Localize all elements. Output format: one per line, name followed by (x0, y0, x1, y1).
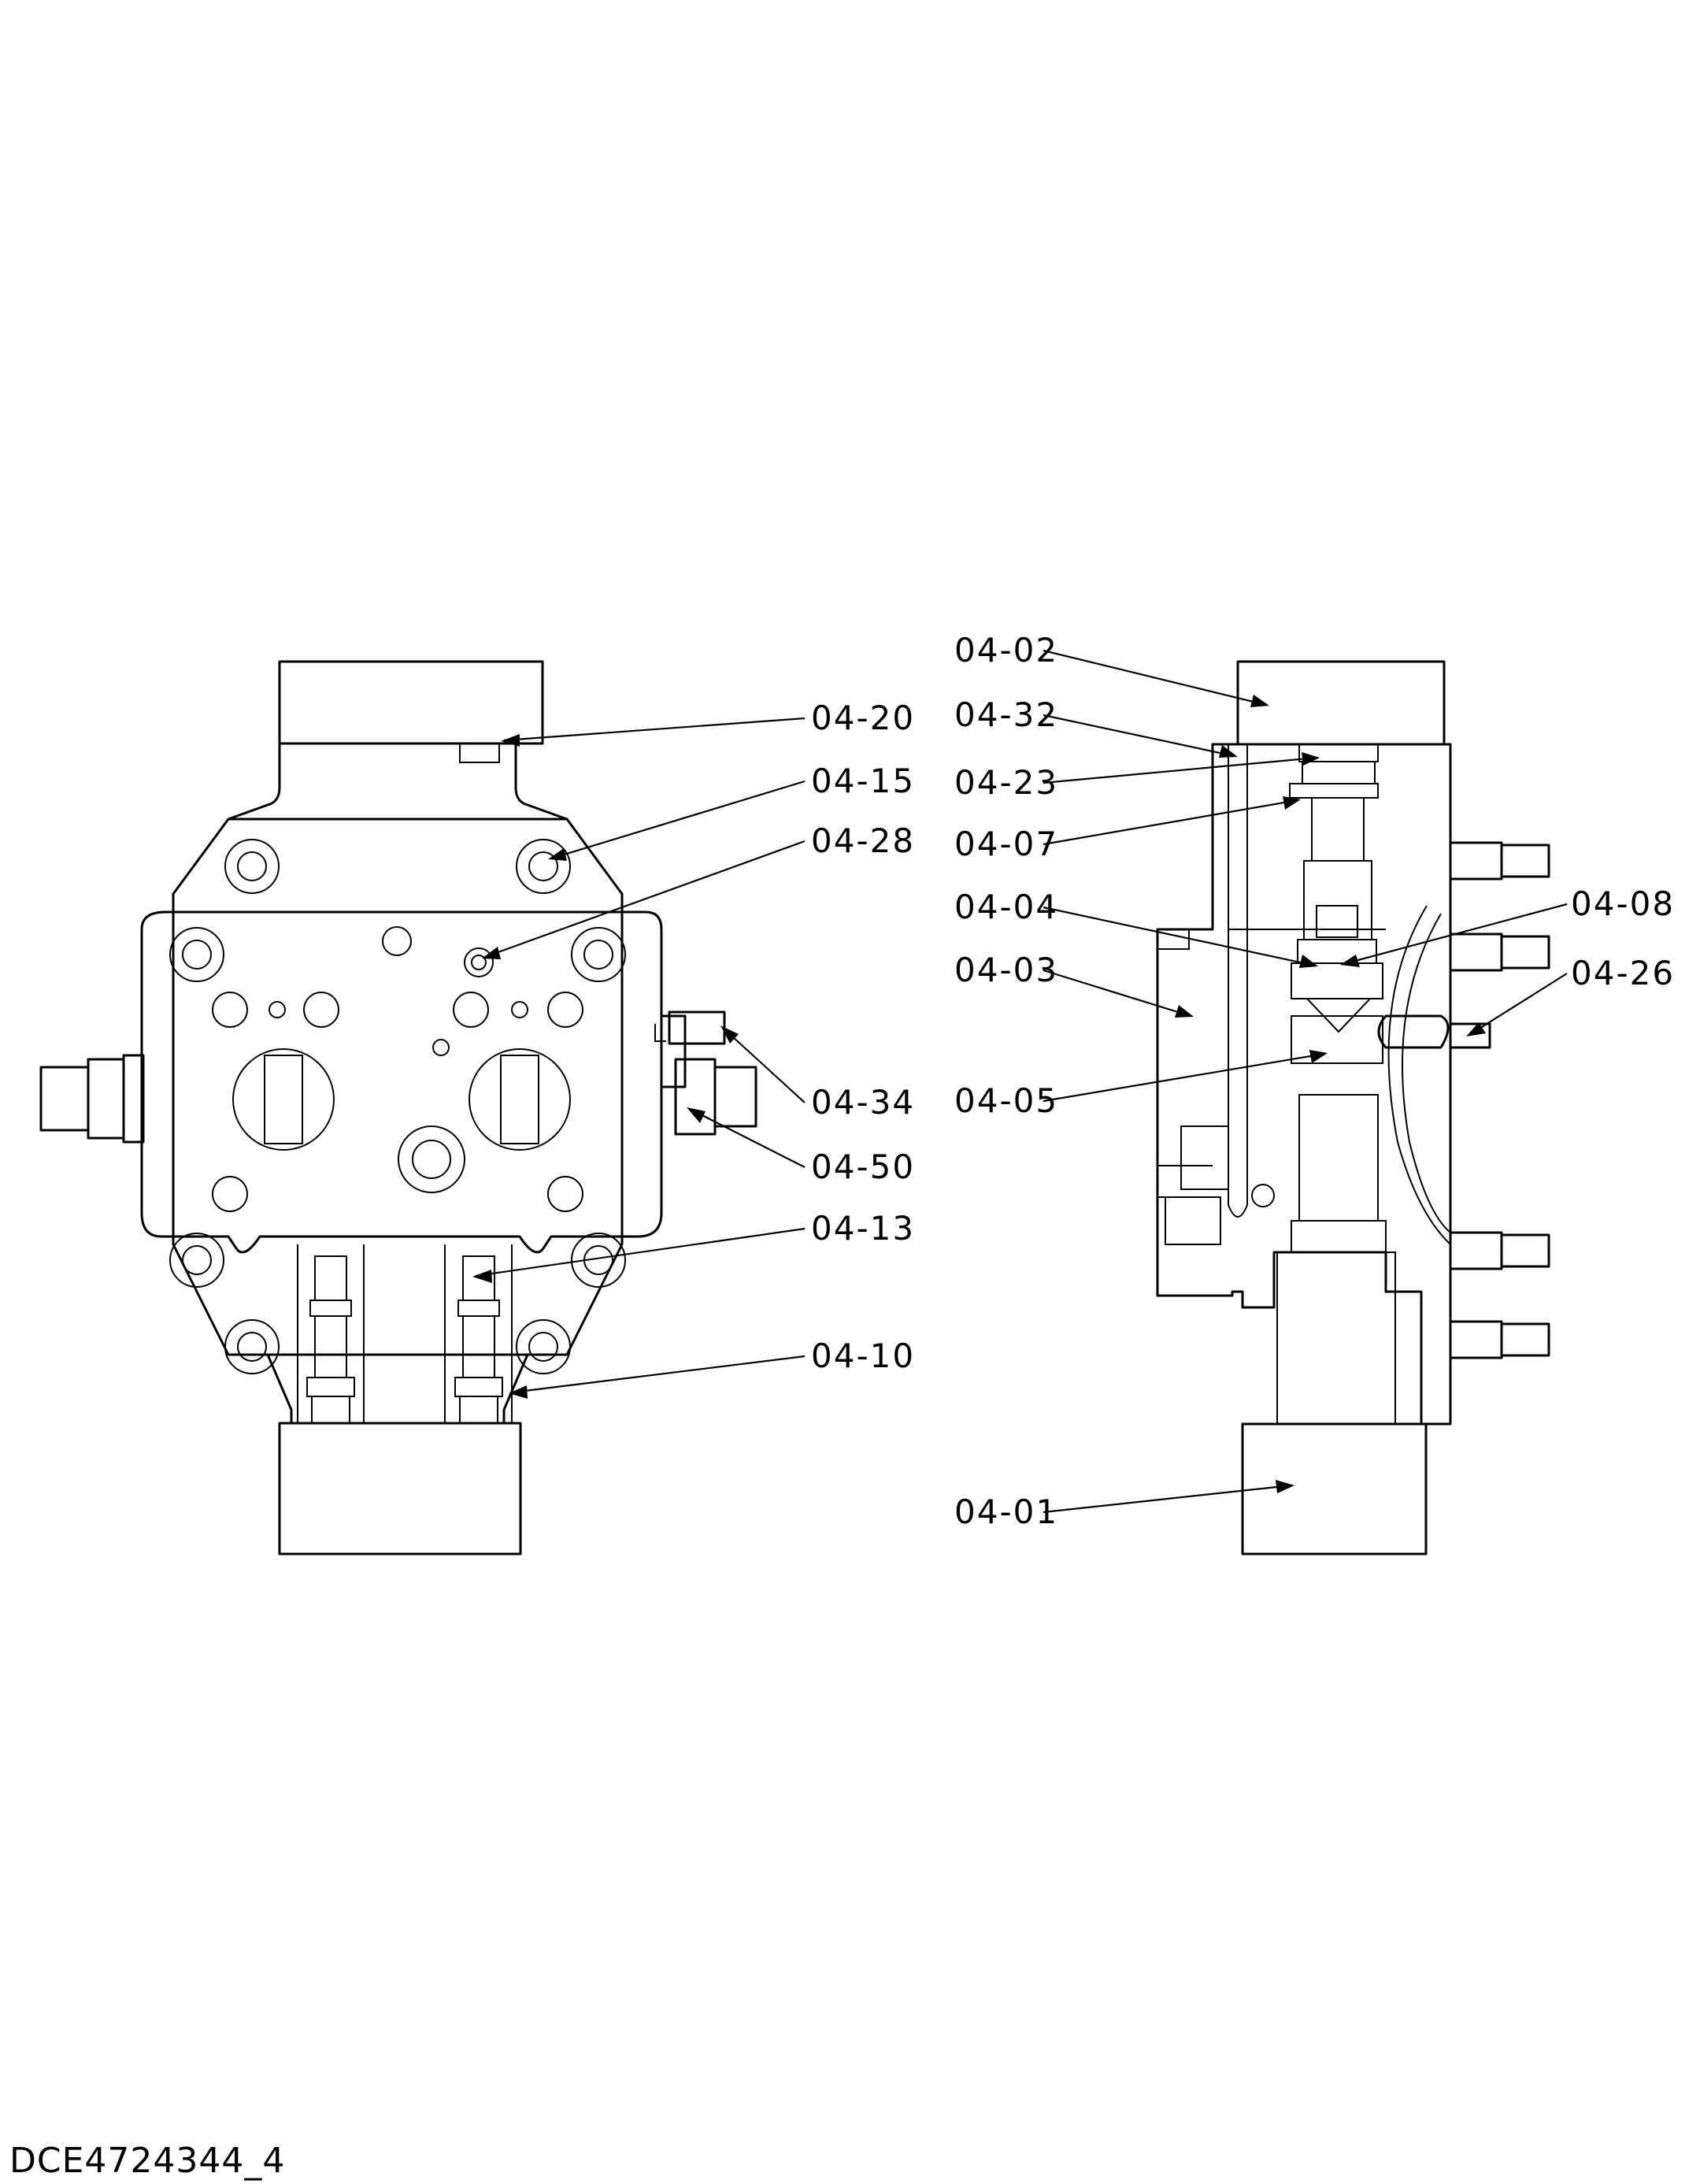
curved-line (1387, 905, 1451, 1245)
side-plug (1377, 1014, 1450, 1049)
octagon-body (172, 818, 624, 1356)
callout-04-28: 04-28 (811, 821, 915, 860)
inner-bores (1228, 743, 1396, 1425)
bottom-neck (266, 1354, 529, 1423)
callout-04-15: 04-15 (811, 762, 915, 800)
left-fitting (39, 1054, 145, 1144)
right-fitting (654, 1010, 757, 1136)
callout-04-02: 04-02 (954, 631, 1058, 669)
callout-04-04: 04-04 (954, 888, 1058, 926)
leaders-left (472, 717, 806, 1399)
cartridge-right (444, 1244, 513, 1424)
callout-04-07: 04-07 (954, 825, 1058, 863)
top-cap (278, 660, 544, 745)
studs (1449, 841, 1550, 1359)
callout-04-26: 04-26 (1571, 954, 1675, 992)
callout-labels: 04-20 04-15 04-28 04-34 04-50 04-13 04-1… (811, 631, 1675, 1531)
callout-04-34: 04-34 (811, 1083, 915, 1122)
plug-04-20 (459, 743, 500, 763)
bottom-block (1241, 1422, 1428, 1555)
callout-04-03: 04-03 (954, 951, 1058, 989)
leaders-right (1043, 649, 1568, 1514)
document-id: DCE4724344_4 (9, 2141, 285, 2181)
callout-04-50: 04-50 (811, 1148, 915, 1186)
callout-04-23: 04-23 (954, 763, 1058, 802)
corner-bolts (169, 839, 626, 1374)
top-neck (228, 743, 568, 821)
section-view (1156, 660, 1550, 1555)
callout-04-13: 04-13 (811, 1209, 915, 1248)
section-body (1156, 743, 1452, 1426)
main-plate (140, 910, 663, 1254)
callout-04-05: 04-05 (954, 1081, 1058, 1120)
front-view (39, 660, 757, 1555)
bottom-cap (278, 1422, 522, 1555)
callout-04-20: 04-20 (811, 699, 915, 737)
ports (212, 926, 583, 1212)
top-block (1236, 660, 1446, 746)
side-details (1157, 929, 1229, 1245)
callout-04-08: 04-08 (1571, 884, 1675, 923)
callout-04-10: 04-10 (811, 1337, 915, 1375)
callout-04-32: 04-32 (954, 695, 1058, 734)
callout-04-01: 04-01 (954, 1492, 1058, 1531)
cartridge-left (297, 1244, 365, 1424)
